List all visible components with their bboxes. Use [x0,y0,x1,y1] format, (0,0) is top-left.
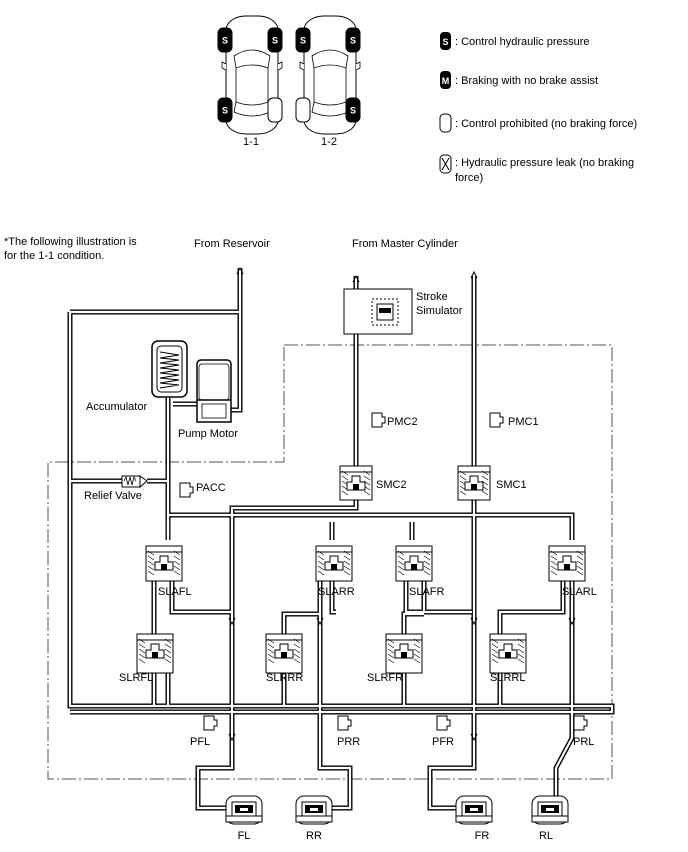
pump-motor [196,359,232,423]
pacc-label: PACC [196,482,226,494]
pressure-sensor-prl [573,715,588,731]
pump-motor-label: Pump Motor [178,428,238,440]
car-1-1-label: 1-1 [243,136,259,148]
valve-slrfl [136,633,174,674]
legend-item-leak: : Hydraulic pressure leak (no braking fo… [439,154,634,184]
stroke-simulator-label-1: Stroke [416,291,448,303]
wheel-front-right [267,27,283,53]
valve-slarr [315,545,353,582]
slrrl-label: SLRRL [490,672,525,684]
control-prohibited-icon [439,113,452,133]
smc2-label: SMC2 [376,479,407,491]
slafr-label: SLAFR [409,586,445,598]
svg-text:M: M [442,76,450,86]
solenoid-valves [136,465,586,674]
wheel-front-left-symbol: S [300,36,306,46]
note-line-2: for the 1-1 condition. [4,250,104,262]
slarl-label: SLARL [562,586,597,598]
wheel-front-right [345,27,361,53]
legend-text-leak-line1: : Hydraulic pressure leak (no braking [455,157,634,169]
from-master-cylinder-label: From Master Cylinder [352,238,458,250]
svg-text:S: S [442,37,448,47]
legend-text-leak-line2: force) [455,172,483,184]
prr-label: PRR [337,736,360,748]
wheel-front-right-symbol: S [350,36,356,46]
pressure-sensor-pfr [436,715,451,731]
legend-text-control: : Control hydraulic pressure [455,36,590,48]
rl-label: RL [539,830,553,842]
valve-smc1 [457,465,491,501]
pressure-sensor-pmc1 [489,412,504,428]
caliper-rl [531,795,569,825]
smc1-label: SMC1 [496,479,527,491]
valve-slafr [395,545,433,582]
legend: S : Control hydraulic pressure M : Braki… [439,32,637,184]
valve-slarl [548,545,586,582]
prl-label: PRL [573,736,594,748]
caliper-fl [225,795,263,825]
pressure-sensor-pacc [179,482,194,498]
accumulator-label: Accumulator [86,401,147,413]
fr-label: FR [475,830,490,842]
valve-slafl [145,545,183,582]
stroke-simulator [343,288,413,335]
caliper-fr [455,795,493,825]
legend-item-prohibited: : Control prohibited (no braking force) [439,113,637,133]
car-1-2-wheels: S S S [295,27,361,123]
pfl-label: PFL [190,736,210,748]
legend-item-control: S : Control hydraulic pressure [440,32,590,50]
wheel-rear-right [267,97,283,123]
accumulator [151,340,188,398]
caliper-rr [295,795,333,825]
legend-text-no-assist: : Braking with no brake assist [455,75,598,87]
legend-item-no-assist: M : Braking with no brake assist [440,71,598,89]
no-assist-icon [440,71,451,89]
control-pressure-icon [440,32,451,50]
pmc2-label: PMC2 [387,416,418,428]
from-reservoir-label: From Reservoir [194,238,270,250]
slrfr-label: SLRFR [367,672,403,684]
pressure-sensor-prr [337,715,352,731]
slafl-label: SLAFL [158,586,192,598]
wheel-rear-left [295,97,311,123]
hydraulic-pipes [67,266,615,811]
valve-slrfr [385,633,423,674]
wheel-rear-right [345,97,361,123]
car-1-1-wheels: S S S [217,27,283,123]
legend-text-prohibited: : Control prohibited (no braking force) [455,118,637,130]
wheel-front-left-symbol: S [222,36,228,46]
pfr-label: PFR [432,736,454,748]
wheel-front-right-symbol: S [272,36,278,46]
pressure-sensor-pmc2 [371,412,386,428]
note-line-1: *The following illustration is [4,236,137,248]
slrfl-label: SLRFL [119,672,153,684]
stroke-simulator-label-2: Simulator [416,305,463,317]
valve-slrrr [265,633,303,674]
wheel-front-left [217,27,233,53]
relief-valve [121,475,148,489]
fl-label: FL [238,830,251,842]
slrrr-label: SLRRR [266,672,303,684]
car-diagram-1-1: S S S 1-1 [217,15,283,148]
wheel-rear-left [217,97,233,123]
relief-valve-label: Relief Valve [84,490,142,502]
valve-smc2 [339,465,373,501]
car-diagram-1-2: S S S 1-2 [295,15,361,148]
car-1-2-label: 1-2 [321,136,337,148]
control-boundary-dashed [47,344,613,780]
rr-label: RR [306,830,322,842]
pmc1-label: PMC1 [508,416,539,428]
valve-slrrl [489,633,527,674]
wheel-rear-left-symbol: S [222,106,228,116]
slarr-label: SLARR [318,586,355,598]
pressure-sensor-pfl [203,715,218,731]
wheel-front-left [295,27,311,53]
wheel-rear-right-symbol: S [350,106,356,116]
